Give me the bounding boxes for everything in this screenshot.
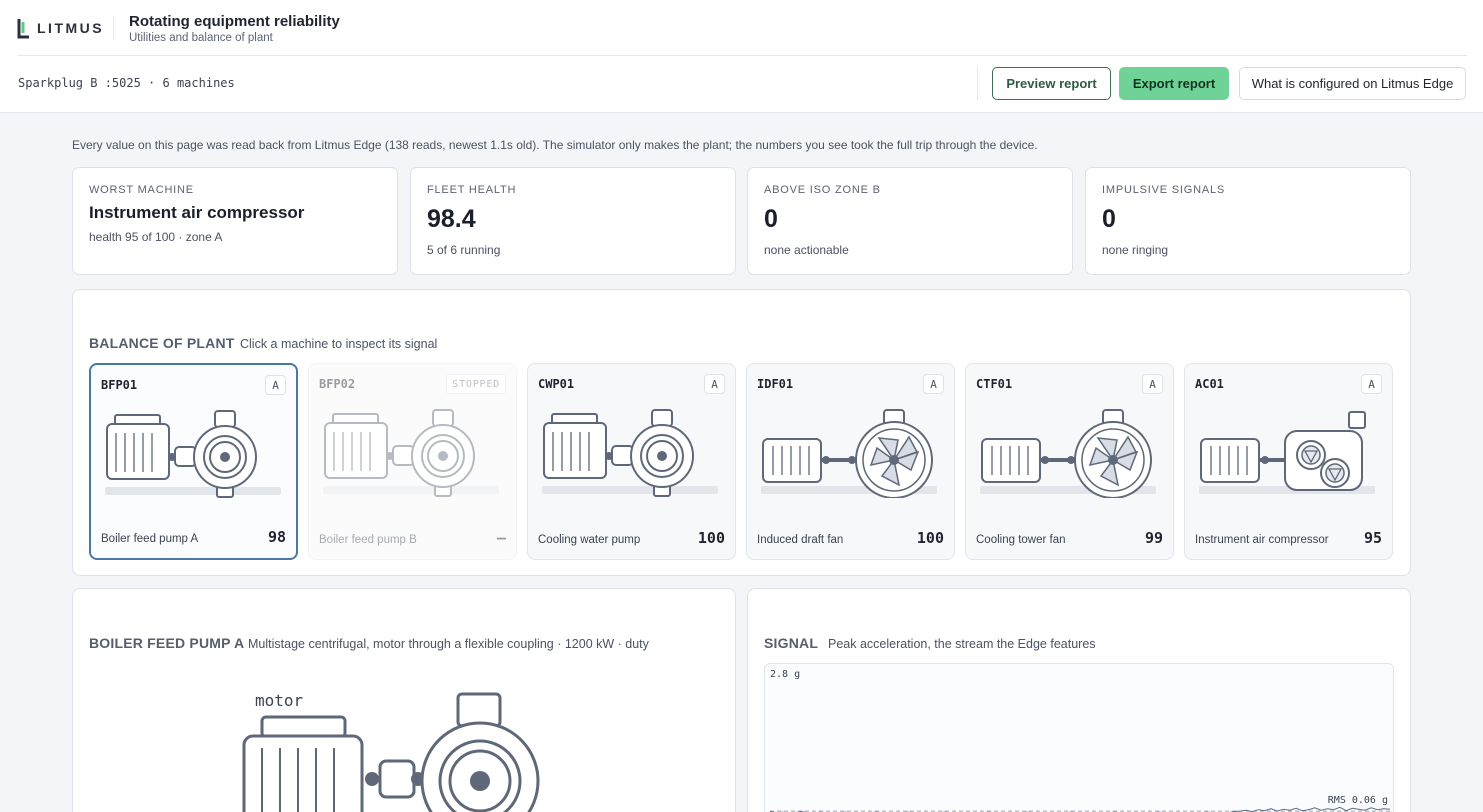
machine-name: Cooling water pump <box>538 534 641 546</box>
motor-icon <box>242 715 364 812</box>
header-divider <box>18 55 1467 56</box>
fan-icon <box>980 408 1160 503</box>
y-axis-max-label: 2.8 g <box>770 669 801 680</box>
pump-icon <box>542 408 722 503</box>
fan-icon <box>761 408 941 503</box>
machine-card-ac01[interactable]: AC01 A Instrument air compressor 95 <box>1184 363 1393 560</box>
stat-value: 98.4 <box>427 205 476 233</box>
health-score: 99 <box>1144 529 1163 547</box>
stat-worst-machine: WORST MACHINE Instrument air compressor … <box>72 167 398 275</box>
zone-badge: A <box>923 374 944 394</box>
machine-card-bfp02[interactable]: BFP02 STOPPED Boiler feed pump B – <box>308 363 517 560</box>
motor-label: motor <box>255 691 304 710</box>
export-report-button[interactable]: Export report <box>1119 67 1229 100</box>
zone-badge: A <box>1142 374 1163 394</box>
stat-value: Instrument air compressor <box>89 203 305 222</box>
zone-badge: A <box>265 375 286 395</box>
edge-config-button[interactable]: What is configured on Litmus Edge <box>1239 67 1466 100</box>
pump-icon <box>323 408 503 503</box>
machine-id: CTF01 <box>976 377 1013 391</box>
page-title: Rotating equipment reliability <box>129 13 340 30</box>
rms-label: RMS 0.06 g <box>1327 795 1388 806</box>
stat-label: IMPULSIVE SIGNALS <box>1102 184 1226 196</box>
coupling-icon <box>365 759 425 799</box>
stat-above-iso: ABOVE ISO ZONE B 0 none actionable <box>747 167 1073 275</box>
signal-description: Peak acceleration, the stream the Edge f… <box>828 637 1096 651</box>
title-divider <box>113 16 114 40</box>
machine-id: AC01 <box>1195 377 1224 391</box>
health-score: – <box>496 529 506 547</box>
provenance-note: Every value on this page was read back f… <box>72 138 1038 152</box>
litmus-logo: LITMUS <box>16 15 104 41</box>
machine-id: CWP01 <box>538 377 575 391</box>
connection-status: Sparkplug B :5025 · 6 machines <box>18 76 235 90</box>
health-score: 95 <box>1363 529 1382 547</box>
stat-impulsive-signals: IMPULSIVE SIGNALS 0 none ringing <box>1085 167 1411 275</box>
machine-card-cwp01[interactable]: CWP01 A Cooling water pump 100 <box>527 363 736 560</box>
detail-description: Multistage centrifugal, motor through a … <box>248 637 649 651</box>
machine-card-ctf01[interactable]: CTF01 A Cooling tower fan 99 <box>965 363 1174 560</box>
stat-value: 0 <box>1102 205 1116 233</box>
stat-sub: health 95 of 100 · zone A <box>89 230 223 244</box>
detail-title: BOILER FEED PUMP A <box>89 635 245 651</box>
stat-sub: none ringing <box>1102 243 1169 257</box>
machine-card-bfp01[interactable]: BFP01 A Boiler feed pump A 98 <box>89 363 298 560</box>
signal-chart: 2.8 g RMS 0.06 g <box>764 663 1394 812</box>
logo-text: LITMUS <box>37 20 105 36</box>
stat-label: FLEET HEALTH <box>427 184 517 196</box>
zone-badge: A <box>704 374 725 394</box>
machine-card-idf01[interactable]: IDF01 A Induced draft fan 100 <box>746 363 955 560</box>
stat-value: 0 <box>764 205 778 233</box>
machine-name: Boiler feed pump B <box>319 534 417 546</box>
section-hint: Click a machine to inspect its signal <box>240 337 438 351</box>
pump-icon <box>105 409 285 504</box>
health-score: 100 <box>697 529 725 547</box>
litmus-logo-icon <box>17 19 29 39</box>
machine-name: Cooling tower fan <box>976 534 1066 546</box>
compressor-icon <box>1199 408 1379 503</box>
health-score: 98 <box>267 528 286 546</box>
signal-chart-svg <box>769 806 1391 812</box>
toolbar-divider <box>977 66 978 100</box>
top-bar: LITMUS Rotating equipment reliability Ut… <box>0 0 1483 113</box>
machine-id: IDF01 <box>757 377 794 391</box>
page-subtitle: Utilities and balance of plant <box>129 32 273 44</box>
preview-report-button[interactable]: Preview report <box>992 67 1111 100</box>
signal-series-line <box>769 806 1391 812</box>
zone-badge: A <box>1361 374 1382 394</box>
stat-label: ABOVE ISO ZONE B <box>764 184 881 196</box>
machine-id: BFP01 <box>101 378 138 392</box>
signal-title: SIGNAL <box>764 635 819 651</box>
stat-fleet-health: FLEET HEALTH 98.4 5 of 6 running <box>410 167 736 275</box>
pump-icon <box>420 692 540 812</box>
machine-diagram: motor <box>236 688 556 812</box>
machine-name: Boiler feed pump A <box>101 533 199 545</box>
health-score: 100 <box>916 529 944 547</box>
section-title: BALANCE OF PLANT <box>89 335 235 351</box>
stat-label: WORST MACHINE <box>89 184 194 196</box>
zone-badge: STOPPED <box>446 374 506 394</box>
stat-sub: 5 of 6 running <box>427 243 501 257</box>
stat-sub: none actionable <box>764 243 849 257</box>
machine-id: BFP02 <box>319 377 356 391</box>
machine-name: Instrument air compressor <box>1195 534 1329 546</box>
machine-name: Induced draft fan <box>757 534 844 546</box>
